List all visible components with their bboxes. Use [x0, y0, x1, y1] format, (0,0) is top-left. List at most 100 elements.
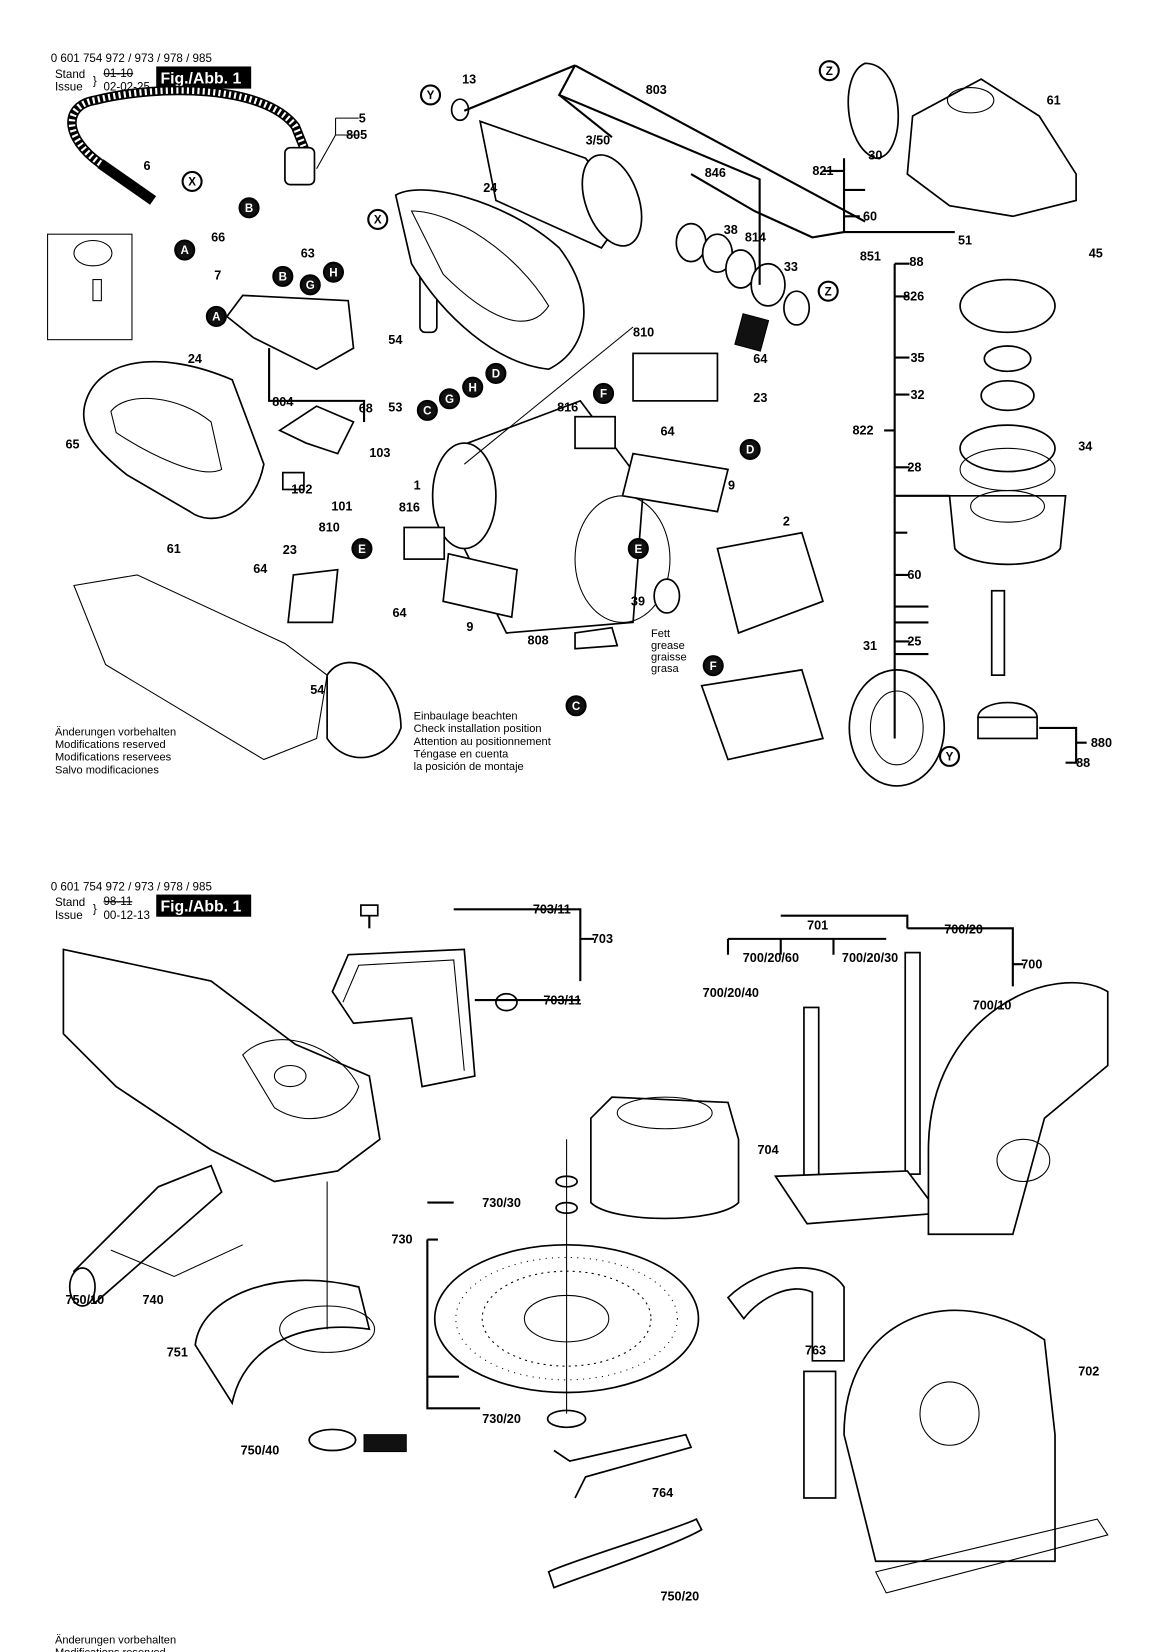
part-number-label: 750/20 — [660, 1589, 699, 1603]
part-number-label: 703/11 — [533, 903, 571, 917]
part-number-label: 28 — [907, 461, 921, 475]
callout-circle-icon — [351, 538, 373, 560]
part-number-label: 60 — [863, 209, 877, 223]
bottom-issue-date: 00-12-13 — [103, 909, 149, 922]
disclaimer-line: Modifications reservees — [55, 752, 172, 764]
part-number-label: 814 — [745, 231, 766, 245]
callout-circle-icon — [299, 274, 321, 296]
connection-callout-letter: Y — [427, 89, 435, 102]
part-number-label: 54 — [388, 333, 402, 347]
callout-circle-icon — [174, 239, 196, 261]
part-number-label: 700/20/40 — [703, 986, 759, 1000]
part-number-label: 60 — [907, 568, 921, 582]
callout-circle-icon — [739, 438, 761, 460]
connection-callout-letter: E — [358, 543, 366, 556]
callout-circle-icon — [818, 60, 840, 82]
install-note-line: Attention au positionnement — [414, 736, 551, 748]
brace-icon: } — [93, 903, 97, 916]
part-number-label: 31 — [863, 639, 877, 653]
part-number-label: 1 — [414, 478, 421, 492]
part-number-label: 700/20/30 — [842, 951, 898, 965]
part-number-label: 740 — [143, 1293, 164, 1307]
install-note-line: Téngase en cuenta — [414, 748, 510, 760]
top-issue-label: Issue — [55, 81, 83, 94]
connection-callout-letter: Y — [946, 751, 954, 764]
top-header: 0 601 754 972 / 973 / 978 / 985 Stand Is… — [51, 52, 252, 94]
grease-note-line: grease — [651, 640, 685, 652]
bottom-figure-badge — [156, 894, 252, 917]
part-number-label: 53 — [388, 400, 402, 414]
bottom-stand-label: Stand — [55, 896, 85, 909]
connection-callout-letter: F — [600, 388, 607, 401]
part-number-label: 703/11 — [543, 993, 581, 1007]
part-number-label: 51 — [958, 234, 972, 248]
callout-circle-icon — [205, 305, 227, 328]
callout-circle-icon — [238, 197, 260, 219]
part-number-label: 880 — [1091, 736, 1112, 750]
part-number-label: 30 — [868, 148, 882, 162]
part-number-label: 810 — [633, 326, 654, 340]
part-number-label: 804 — [272, 395, 293, 409]
part-number-label: 45 — [1089, 246, 1103, 260]
part-number-label: 751 — [167, 1346, 188, 1360]
connection-callout-letter: Z — [825, 285, 832, 298]
part-number-label: 2 — [783, 514, 790, 528]
bottom-stand-crossed: 98-11 — [103, 895, 132, 908]
part-number-label: 13 — [462, 72, 476, 86]
brace-icon: } — [93, 74, 97, 87]
part-number-label: 750/10 — [66, 1293, 105, 1307]
part-number-label: 9 — [728, 478, 735, 492]
part-number-label: 34 — [1078, 439, 1092, 453]
part-number-label: 65 — [66, 437, 80, 451]
top-install-note: Einbaulage beachten Check installation p… — [414, 710, 551, 773]
install-note-line: la posición de montaje — [414, 761, 524, 773]
callout-circle-icon — [419, 84, 442, 106]
callout-circle-icon — [702, 655, 724, 677]
connection-callout-letter: Z — [826, 65, 833, 78]
disclaimer-line: Änderungen vorbehalten — [55, 1635, 176, 1647]
part-number-label: 64 — [660, 425, 674, 439]
part-number-label: 66 — [211, 231, 225, 245]
part-number-label: 7 — [214, 269, 221, 283]
part-number-label: 700/20 — [944, 923, 983, 937]
grease-note-line: grasa — [651, 663, 680, 675]
part-number-label: 822 — [852, 424, 873, 438]
part-number-label: 102 — [291, 483, 312, 497]
part-number-label: 700 — [1021, 957, 1042, 971]
part-number-label: 730/20 — [482, 1412, 521, 1426]
top-stand-crossed: 01-10 — [103, 67, 133, 80]
bottom-figure-label: Fig./Abb. 1 — [160, 898, 241, 915]
bottom-exploded-view — [62, 904, 1109, 1594]
part-number-label: 64 — [253, 562, 267, 576]
connection-callout-letter: B — [279, 271, 287, 284]
top-part-number: 0 601 754 972 / 973 / 978 / 985 — [51, 52, 212, 65]
disclaimer-line: Salvo modificaciones — [55, 764, 159, 776]
bottom-header: 0 601 754 972 / 973 / 978 / 985 Stand Is… — [51, 880, 252, 922]
callout-circle-icon — [272, 265, 294, 287]
part-number-label: 24 — [188, 352, 202, 366]
disclaimer-line: Modifications reserved — [55, 1647, 166, 1652]
top-grease-note: Fett grease graisse grasa — [651, 628, 687, 675]
part-number-label: 730 — [391, 1233, 412, 1247]
part-number-label: 68 — [359, 401, 373, 415]
part-number-label: 23 — [753, 391, 767, 405]
part-number-label: 101 — [331, 500, 352, 514]
connection-callout-letter: G — [306, 279, 315, 292]
connection-callout-letter: D — [492, 368, 500, 381]
part-number-label: 24 — [483, 181, 497, 195]
top-figure-label: Fig./Abb. 1 — [160, 70, 241, 87]
connection-callout-letter: A — [212, 311, 221, 324]
bottom-disclaimer: Änderungen vorbehalten Modifications res… — [55, 1635, 176, 1652]
top-part-labels: 138033/505805624846388143330821616051851… — [66, 72, 1112, 770]
connection-callout-letter: A — [181, 244, 190, 257]
part-number-label: 6 — [144, 159, 151, 173]
part-number-label: 750/40 — [241, 1444, 280, 1458]
part-number-label: 5 — [359, 111, 366, 125]
callout-circle-icon — [438, 388, 461, 410]
connection-callout-letter: C — [423, 405, 432, 418]
bottom-issue-label: Issue — [55, 909, 83, 922]
connection-callout-letter: G — [445, 393, 454, 406]
